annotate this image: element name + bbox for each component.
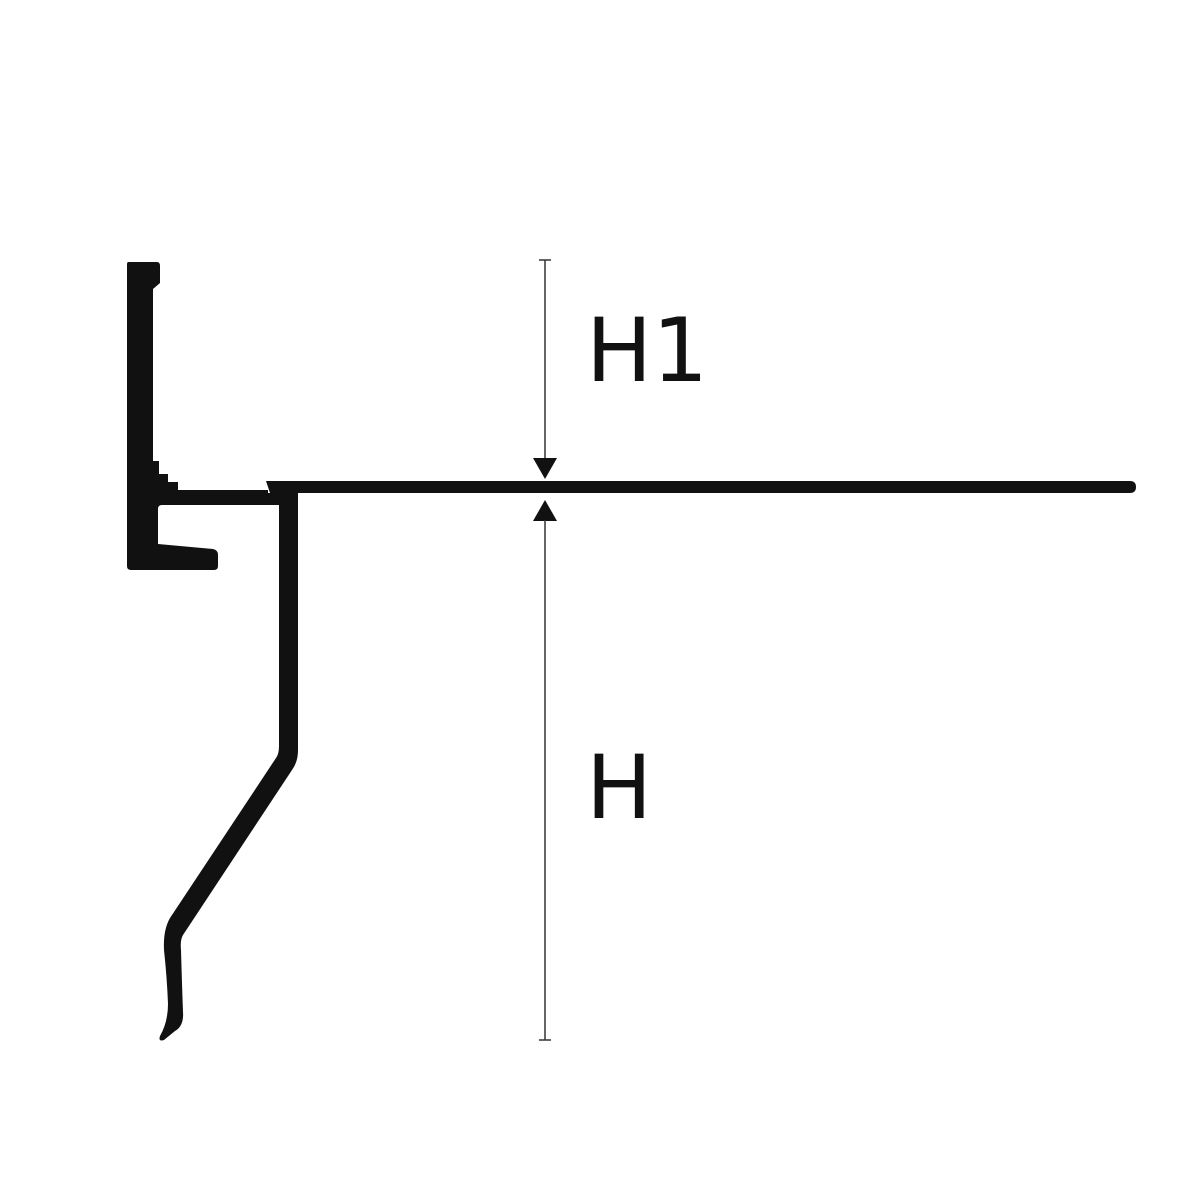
hanging-leg (159, 493, 298, 1041)
mounting-clip (127, 262, 268, 570)
dimension-h (533, 500, 557, 1041)
horizontal-flange (266, 481, 1136, 493)
dimension-h1 (533, 259, 557, 479)
dimension-h1-arrow (533, 458, 557, 479)
label-h: H (586, 736, 652, 839)
label-h1: H1 (586, 299, 708, 402)
dimension-h-arrow (533, 500, 557, 521)
